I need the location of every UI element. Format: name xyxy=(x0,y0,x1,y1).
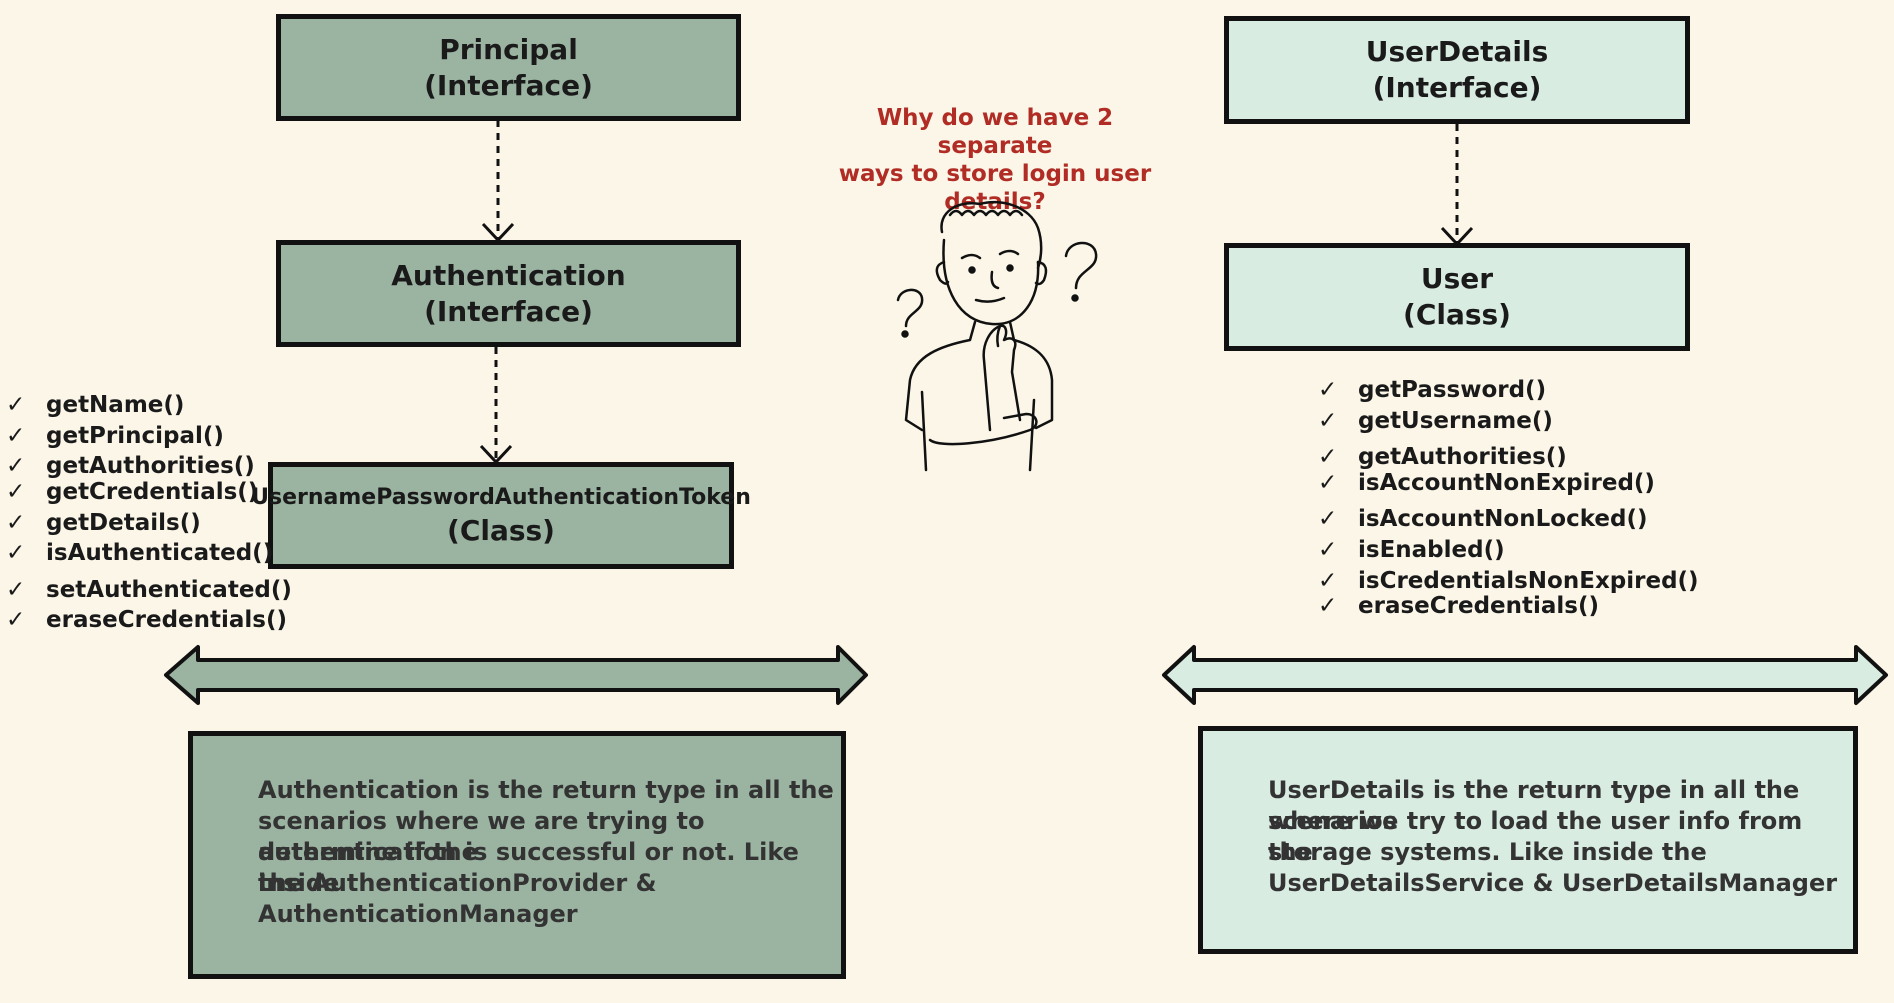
method-item: ✓getUsername() xyxy=(1318,408,1553,434)
question-mark-icon xyxy=(896,288,924,328)
authentication-title: Authentication xyxy=(391,258,626,292)
method-item: ✓isEnabled() xyxy=(1318,537,1505,563)
question-text: Why do we have 2 separate ways to store … xyxy=(830,104,1160,216)
method-item: ✓getPrincipal() xyxy=(6,423,224,449)
check-icon: ✓ xyxy=(6,423,26,449)
user-class-box: User (Class) xyxy=(1224,243,1690,351)
method-item: ✓isAuthenticated() xyxy=(6,540,274,566)
method-item: ✓getDetails() xyxy=(6,510,201,536)
check-icon: ✓ xyxy=(1318,470,1338,496)
check-icon: ✓ xyxy=(6,577,26,603)
description-line: Authentication is the return type in all… xyxy=(258,776,834,804)
person-arm xyxy=(928,412,1038,446)
check-icon: ✓ xyxy=(6,540,26,566)
question-line: ways to store login user xyxy=(838,161,1152,187)
method-item: ✓getCredentials() xyxy=(6,479,259,505)
userdetails-title: UserDetails xyxy=(1365,35,1549,68)
method-item: ✓isAccountNonExpired() xyxy=(1318,470,1655,496)
check-icon: ✓ xyxy=(1318,568,1338,594)
token-class-box: UsernamePasswordAuthenticationToken (Cla… xyxy=(251,462,751,569)
check-icon: ✓ xyxy=(1318,593,1338,619)
method-item: ✓isAccountNonLocked() xyxy=(1318,506,1648,532)
userdetails-interface-box: UserDetails (Interface) xyxy=(1224,16,1690,124)
check-icon: ✓ xyxy=(1318,444,1338,470)
token-title: UsernamePasswordAuthenticationToken xyxy=(251,484,751,510)
method-item: ✓eraseCredentials() xyxy=(1318,593,1600,619)
check-icon: ✓ xyxy=(6,453,26,479)
user-kind: (Class) xyxy=(1403,298,1511,331)
description-line: the AuthenticationProvider & xyxy=(258,869,657,897)
principal-kind: (Interface) xyxy=(424,68,593,102)
check-icon: ✓ xyxy=(1318,537,1338,563)
description-line: storage systems. Like inside the xyxy=(1268,838,1707,866)
user-title: User xyxy=(1420,262,1494,295)
left-double-arrow xyxy=(164,645,868,705)
method-item: ✓getName() xyxy=(6,392,185,418)
check-icon: ✓ xyxy=(6,392,26,418)
check-icon: ✓ xyxy=(6,607,26,633)
right-double-arrow xyxy=(1162,645,1888,705)
description-line: AuthenticationManager xyxy=(258,900,578,928)
person-hair xyxy=(940,200,1043,270)
method-item: ✓setAuthenticated() xyxy=(6,577,292,603)
check-icon: ✓ xyxy=(1318,408,1338,434)
principal-interface-box: Principal (Interface) xyxy=(276,14,741,121)
authentication-kind: (Interface) xyxy=(424,294,593,328)
method-item: ✓isCredentialsNonExpired() xyxy=(1318,568,1699,594)
person-head xyxy=(942,238,1040,326)
userdetails-description-box: UserDetails is the return type in all th… xyxy=(1198,726,1858,954)
person-body xyxy=(904,320,977,432)
method-item: ✓getAuthorities() xyxy=(1318,444,1567,470)
description-line: scenarios where we are trying to determi… xyxy=(258,807,705,866)
token-kind: (Class) xyxy=(447,513,555,547)
method-item: ✓getAuthorities() xyxy=(6,453,255,479)
description-line: where we try to load the user info from … xyxy=(1268,807,1803,866)
check-icon: ✓ xyxy=(6,479,26,505)
question-line: Why do we have 2 separate xyxy=(876,105,1114,159)
check-icon: ✓ xyxy=(1318,377,1338,403)
authentication-interface-box: Authentication (Interface) xyxy=(276,240,741,347)
check-icon: ✓ xyxy=(1318,506,1338,532)
description-line: authentication is successful or not. Lik… xyxy=(258,838,799,897)
userdetails-kind: (Interface) xyxy=(1372,71,1542,104)
authentication-description-box: Authentication is the return type in all… xyxy=(188,731,846,979)
check-icon: ✓ xyxy=(6,510,26,536)
person-hand xyxy=(982,324,1022,432)
question-mark-icon xyxy=(1064,241,1098,290)
method-item: ✓getPassword() xyxy=(1318,377,1547,403)
description-line: UserDetails is the return type in all th… xyxy=(1268,776,1800,835)
method-item: ✓eraseCredentials() xyxy=(6,607,288,633)
principal-title: Principal xyxy=(439,32,578,66)
description-line: UserDetailsService & UserDetailsManager xyxy=(1268,869,1838,897)
